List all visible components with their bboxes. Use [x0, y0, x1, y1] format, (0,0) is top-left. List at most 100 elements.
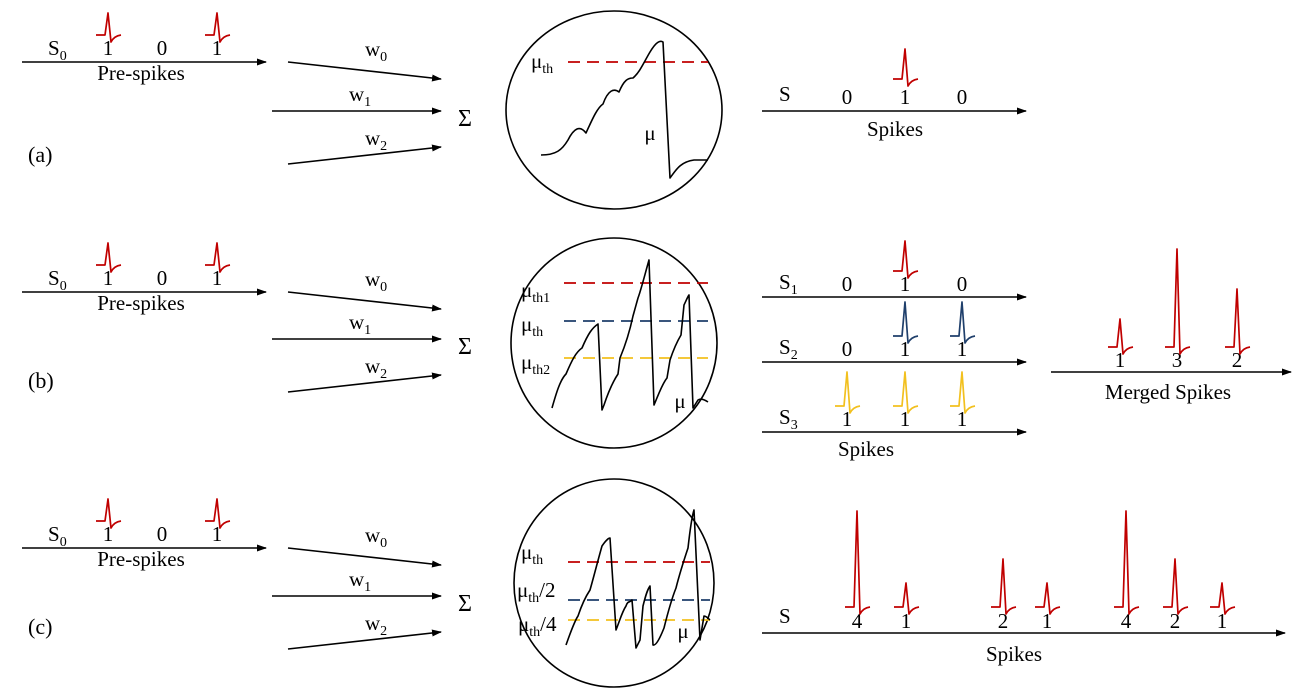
weight-2-label: w2: [365, 611, 387, 639]
input-spike-value: 0: [157, 36, 168, 60]
output-spike-value: 0: [842, 272, 853, 296]
threshold-label: μth: [521, 540, 543, 568]
input-spike: [205, 12, 231, 43]
output-spike-weight-4: [1114, 510, 1140, 615]
output-spike-weight-2: [991, 558, 1017, 615]
membrane-potential-label: μ: [674, 389, 685, 413]
neuron-soma: [513, 478, 715, 688]
summation-symbol: Σ: [458, 334, 472, 360]
merged-spike: [1108, 318, 1134, 355]
input-train-label: S0: [48, 522, 67, 550]
merged-spike: [1165, 248, 1191, 355]
output-spike-value: 1: [842, 407, 853, 431]
input-spike-value: 1: [212, 36, 223, 60]
input-spike-value: 1: [212, 522, 223, 546]
output-spike-red: [893, 240, 919, 279]
input-spike: [205, 242, 231, 273]
output-train-label: S: [779, 82, 791, 106]
threshold-label-half: μth/2: [517, 578, 556, 606]
threshold-label-high: μth1: [521, 278, 550, 306]
input-spike: [96, 498, 122, 529]
input-train-label: S0: [48, 36, 67, 64]
panel-tag: (b): [28, 368, 54, 393]
pre-spikes-caption: Pre-spikes: [97, 61, 185, 85]
weight-2-label: w2: [365, 354, 387, 382]
panel-tag: (a): [28, 142, 52, 167]
output-spike-weight-1: [1210, 582, 1236, 615]
output-spike-value: 0: [842, 85, 853, 109]
input-spike-value: 1: [103, 36, 114, 60]
merged-spikes-caption: Merged Spikes: [1105, 380, 1231, 404]
spikes-caption: Spikes: [986, 642, 1042, 666]
threshold-label-low: μth2: [521, 350, 550, 378]
threshold-label-mid: μth: [521, 312, 543, 340]
neuron-soma: [510, 237, 718, 449]
output-train-label: S1: [779, 270, 798, 298]
panel-tag: (c): [28, 614, 52, 639]
input-spike-value: 0: [157, 266, 168, 290]
weight-1-label: w1: [349, 567, 371, 595]
merged-spike-value: 2: [1232, 348, 1243, 372]
output-spike-yellow: [835, 371, 861, 414]
output-spike-value: 1: [900, 407, 911, 431]
threshold-label: μth: [531, 49, 553, 77]
summation-symbol: Σ: [458, 591, 472, 617]
membrane-potential-curve: [551, 259, 709, 411]
merged-spike-value: 1: [1115, 348, 1126, 372]
membrane-potential-curve: [540, 40, 708, 179]
pre-spikes-caption: Pre-spikes: [97, 291, 185, 315]
weight-1-label: w1: [349, 310, 371, 338]
merged-spike: [1225, 288, 1251, 355]
output-spike-weight-2: [1163, 558, 1189, 615]
summation-symbol: Σ: [458, 106, 472, 132]
neuron-soma: [505, 10, 723, 210]
weight-0-label: w0: [365, 267, 387, 295]
input-spike: [205, 498, 231, 529]
output-spike-value: 4: [1121, 609, 1132, 633]
output-spike-weight-4: [845, 510, 871, 615]
spikes-caption: Spikes: [838, 437, 894, 461]
membrane-potential-curve: [565, 509, 711, 649]
input-train-label: S0: [48, 266, 67, 294]
output-spike-weight-1: [894, 582, 920, 615]
output-spike-value: 1: [957, 407, 968, 431]
output-spike-value: 1: [900, 272, 911, 296]
output-spike-value: 0: [957, 85, 968, 109]
weight-1-label: w1: [349, 82, 371, 110]
input-spike-value: 1: [103, 522, 114, 546]
weight-0-connection: [287, 291, 442, 312]
pre-spikes-caption: Pre-spikes: [97, 547, 185, 571]
weight-0-connection: [287, 61, 442, 82]
output-spike-value: 1: [1042, 609, 1053, 633]
output-spike-value: 1: [1217, 609, 1228, 633]
output-spike-value: 0: [957, 272, 968, 296]
input-spike-value: 1: [103, 266, 114, 290]
output-spike-yellow: [950, 371, 976, 414]
output-train-label: S2: [779, 335, 798, 363]
merged-spike-value: 3: [1172, 348, 1183, 372]
weight-0-label: w0: [365, 37, 387, 65]
input-spike-value: 1: [212, 266, 223, 290]
output-spike-value: 1: [901, 609, 912, 633]
spikes-caption: Spikes: [867, 117, 923, 141]
output-spike-weight-1: [1035, 582, 1061, 615]
input-spike: [96, 242, 122, 273]
input-spike-value: 0: [157, 522, 168, 546]
membrane-potential-label: μ: [644, 121, 655, 145]
output-spike-value: 4: [852, 609, 863, 633]
weight-0-connection: [287, 547, 442, 568]
output-train-label: S3: [779, 405, 798, 433]
input-spike: [96, 12, 122, 43]
output-spike-value: 1: [900, 85, 911, 109]
output-train-label: S: [779, 604, 791, 628]
weight-0-label: w0: [365, 523, 387, 551]
weight-2-connection: [287, 372, 442, 393]
output-spike: [893, 48, 919, 87]
membrane-potential-label: μ: [677, 619, 688, 643]
output-spike-value: 1: [957, 337, 968, 361]
